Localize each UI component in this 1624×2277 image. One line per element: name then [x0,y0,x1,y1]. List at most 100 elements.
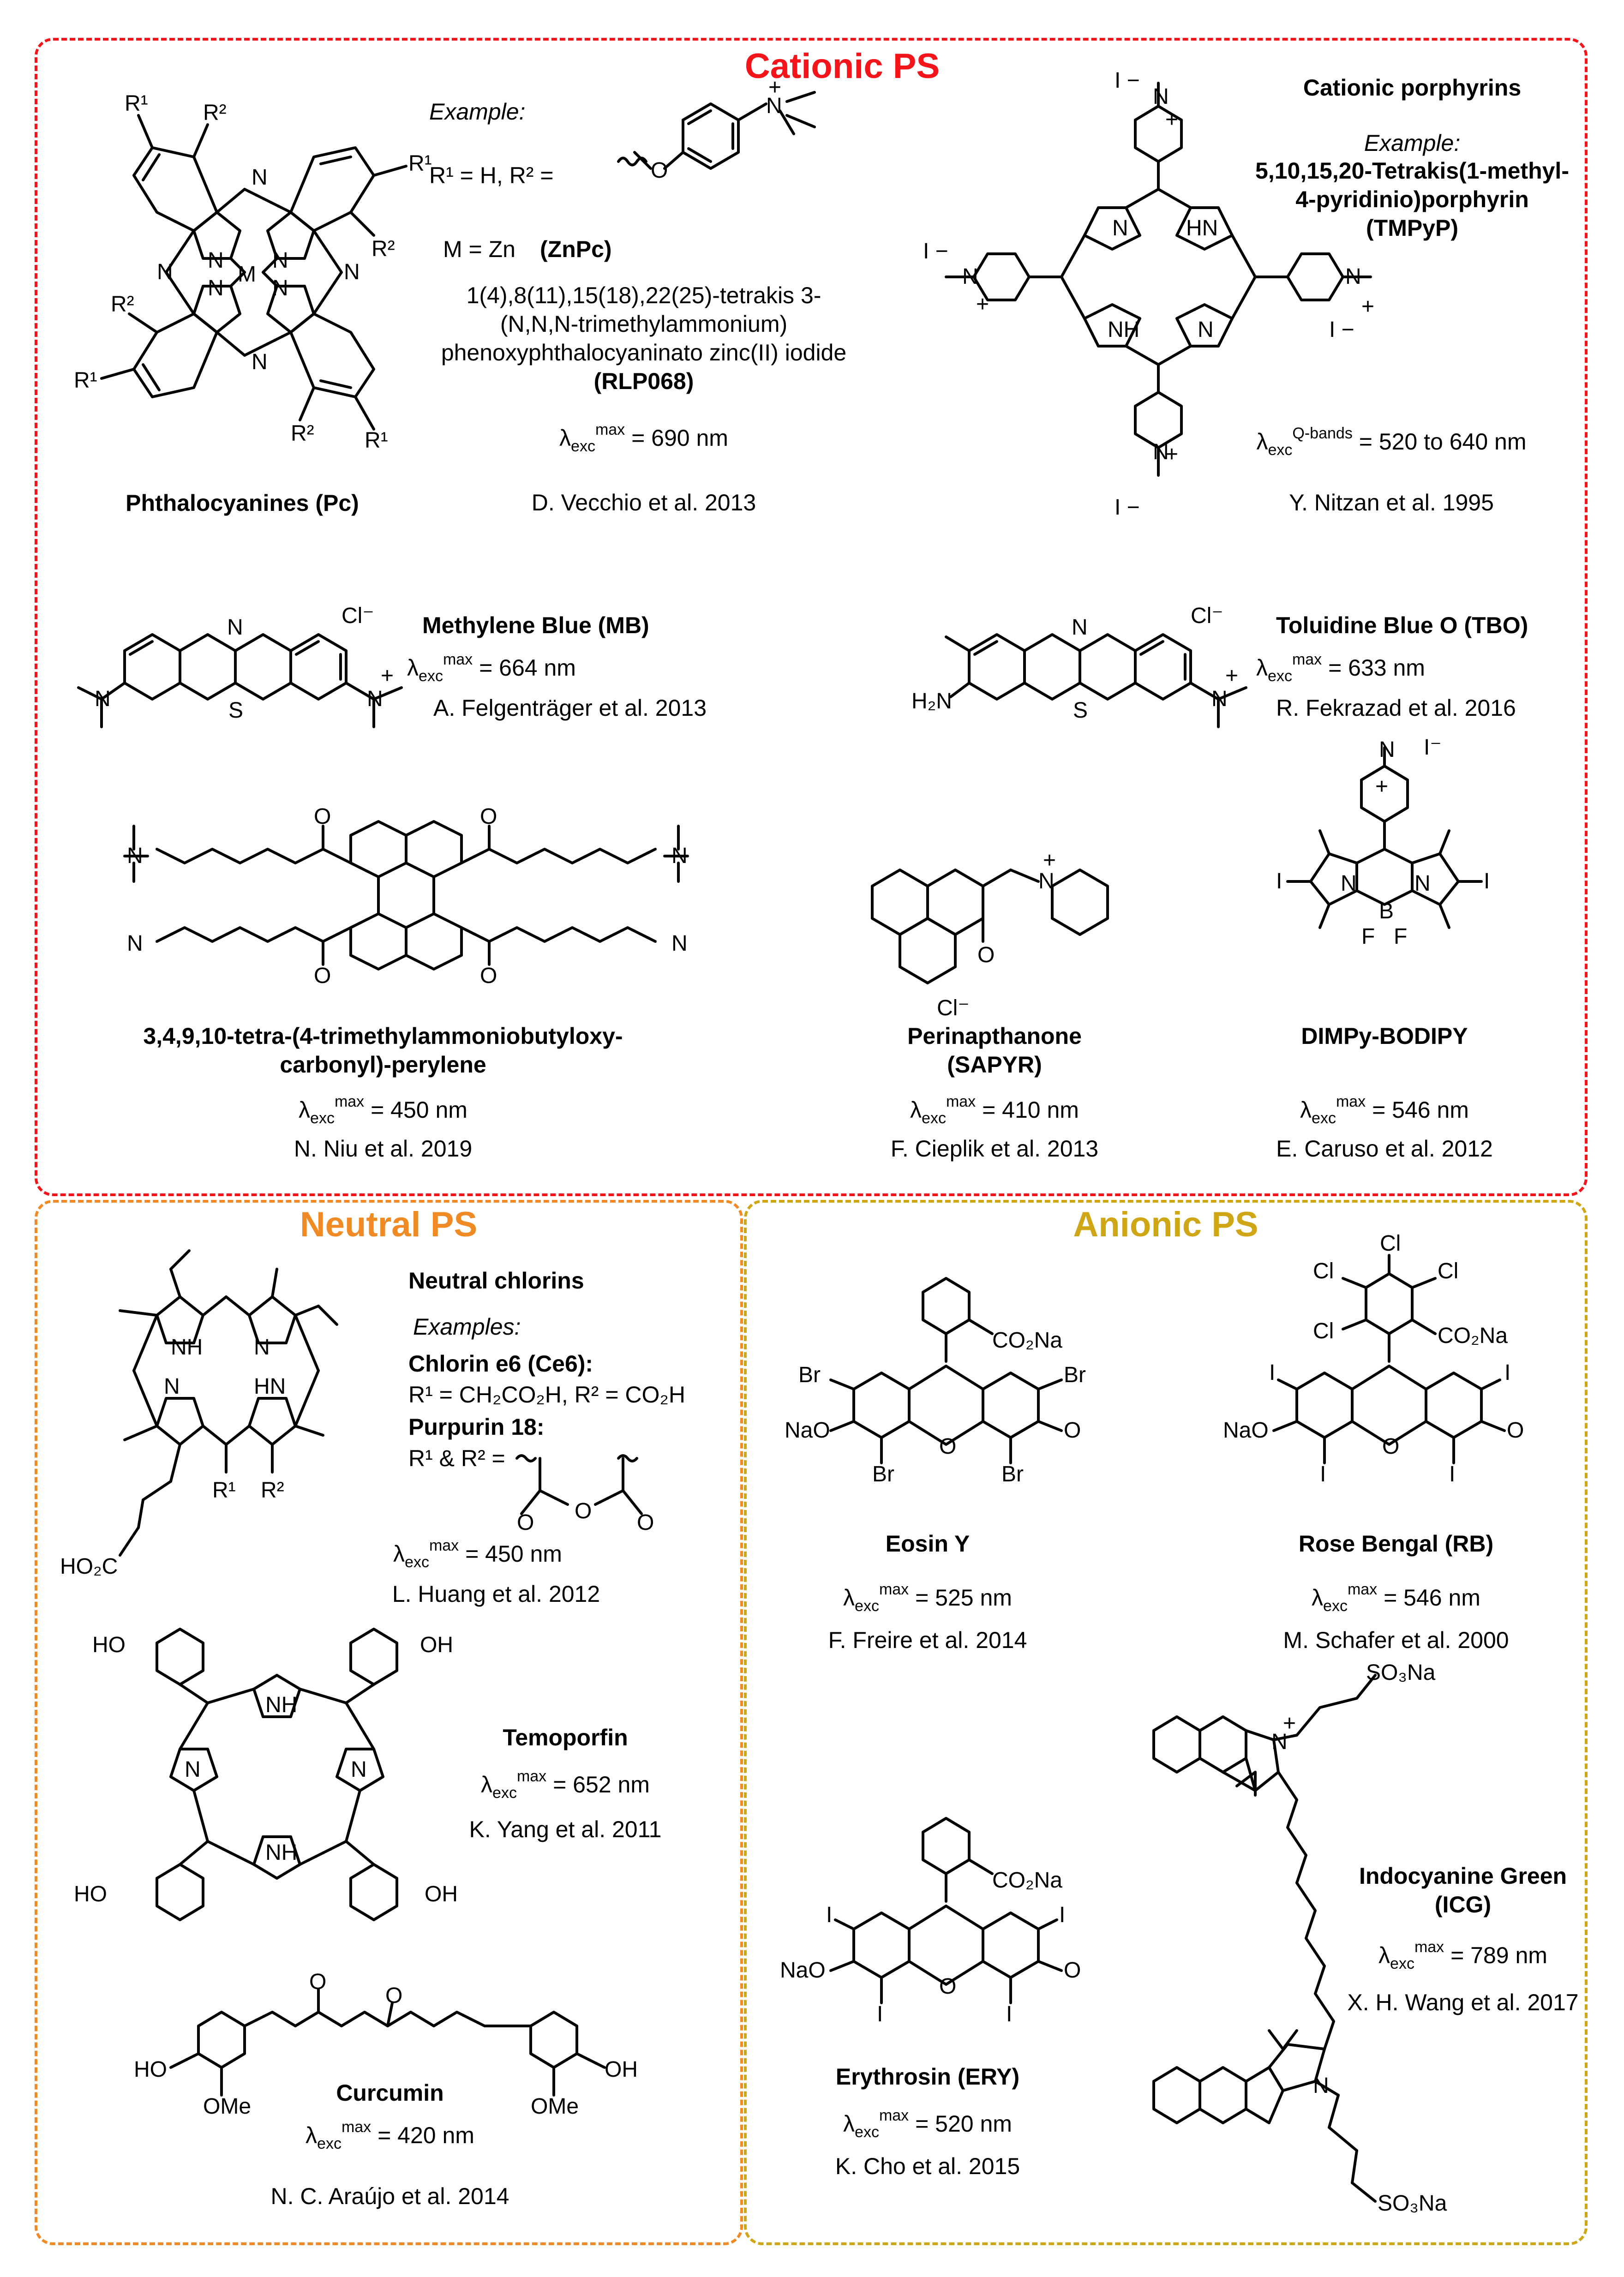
rb-ref: M. Schafer et al. 2000 [1283,1627,1509,1653]
anhydride-o-1: O [517,1510,534,1535]
ery-i-4: I [1006,2002,1012,2026]
tbo-lambda: λexcmax = 633 nm [1256,651,1425,685]
temoporfin-oh-4: OH [425,1882,458,1906]
icg-ref: X. H. Wang et al. 2017 [1347,1989,1579,2015]
r2-label-2: R² [372,237,395,261]
perylene-o-4: O [480,964,497,988]
aza-n-top: N [252,165,268,190]
chlorins-examples-label: Examples: [413,1314,521,1340]
tmpyp-lambda: λexcQ-bands = 520 to 640 nm [1256,425,1527,459]
eosin-o: O [1064,1418,1081,1443]
curcumin-o-2: O [385,1983,402,2008]
temoporfin-nh-1: NH [265,1693,297,1717]
bodipy-name: DIMPy-BODIPY [1301,1023,1468,1049]
tmpyp-structure: N HN NH N N N N N + + + + I − I − I − I … [923,68,1374,520]
ery-i-2: I [1059,1903,1065,1927]
iodide-top: I − [1115,68,1140,93]
bodipy-n-2: N [1414,871,1431,896]
ery-i-3: I [877,2002,883,2026]
py-n-bottom: N [1153,440,1169,464]
curcumin-lambda: λexcmax = 420 nm [306,2118,474,2152]
neutral-panel [35,1200,743,2245]
pyrrole-n-2: N [272,248,288,273]
chlorins-ref: L. Huang et al. 2012 [392,1581,600,1607]
mb-n: N [227,615,243,640]
metal-label: M [238,262,256,287]
rb-co2na: CO₂Na [1438,1324,1508,1348]
perylene-lambda: λexcmax = 450 nm [299,1093,467,1127]
pc-name-line-1: 1(4),8(11),15(18),22(25)-tetrakis 3- [466,282,821,308]
ether-o: O [651,158,668,183]
tbo-plus: + [1225,664,1238,688]
temoporfin-n-1: N [185,1757,201,1782]
chlorin-n-2: N [164,1374,180,1399]
rb-nao: NaO [1223,1418,1269,1443]
rb-i-4: I [1449,1462,1455,1486]
curcumin-o-1: O [309,1970,326,1994]
purpurin-substitution: R¹ & R² = [408,1445,505,1471]
ammonium-n: N [766,94,782,118]
icg-so3na-1: SO₃Na [1366,1660,1436,1685]
curcumin-oh-1: HO [134,2057,167,2082]
icg-plus: + [1283,1711,1296,1736]
tbo-n: N [1072,615,1088,640]
r1-label-1: R¹ [125,91,148,116]
curcumin-ref: N. C. Araújo et al. 2014 [270,2183,509,2209]
sapyr-chloride: Cl⁻ [937,996,970,1020]
sapyr-plus: + [1043,848,1056,873]
rb-i-3: I [1320,1462,1326,1486]
sapyr-ref: F. Cieplik et al. 2013 [890,1136,1099,1162]
perylene-structure: O O O O N N N N [123,804,689,988]
temoporfin-oh-2: OH [420,1633,453,1657]
r1-label-3: R¹ [74,368,97,393]
cationic-panel [35,38,1588,1196]
chlorin-n-1: N [254,1335,270,1360]
tbo-ref: R. Fekrazad et al. 2016 [1276,695,1516,721]
sapyr-n: N [1038,869,1055,893]
mb-plus: + [381,664,394,688]
py-plus-right: + [1361,294,1374,319]
iodide-left: I − [923,239,948,264]
chlorin-r2: R² [261,1478,284,1503]
r1-label-4: R¹ [365,428,388,453]
perylene-o-3: O [314,964,331,988]
tmpyp-ref: Y. Nitzan et al. 1995 [1289,490,1494,515]
mb-lambda: λexcmax = 664 nm [407,651,576,685]
temoporfin-oh-1: HO [92,1633,126,1657]
ery-name: Erythrosin (ERY) [835,2064,1020,2090]
bodipy-b: B [1379,899,1394,923]
sapyr-o: O [977,943,995,967]
r1-label-2: R¹ [408,151,432,176]
perylene-n-3: N [127,931,143,956]
chlorin-nh-1: NH [171,1335,203,1360]
curcumin-structure: O O HO OH OMe OMe [134,1970,638,2119]
tmpyp-n-1: N [1112,216,1128,240]
rb-cl-2: Cl [1313,1259,1334,1283]
bodipy-f-2: F [1394,924,1407,949]
rb-name: Rose Bengal (RB) [1298,1531,1494,1557]
ery-co2na: CO₂Na [992,1868,1062,1893]
icg-n-1: N [1271,1730,1288,1754]
tmpyp-class-name: Cationic porphyrins [1303,75,1522,101]
curcumin-ome-2: OMe [531,2094,579,2119]
tmpyp-name-line-1: 5,10,15,20-Tetrakis(1-methyl- [1255,158,1569,184]
pyrrole-n-1: N [208,248,224,273]
tbo-amine: H₂N [911,689,952,713]
bodipy-py-plus: + [1375,774,1388,799]
pc-name-line-4: (RLP068) [593,368,694,394]
eosin-name: Eosin Y [885,1531,970,1557]
rb-cl-3: Cl [1438,1259,1458,1283]
py-n-left: N [962,264,978,289]
rb-o: O [1507,1418,1524,1443]
icg-n-2: N [1313,2073,1329,2098]
chlorins-class-name: Neutral chlorins [408,1268,584,1294]
bodipy-i-1: I [1276,869,1282,893]
eosin-ref: F. Freire et al. 2014 [828,1627,1027,1653]
pc-ref: D. Vecchio et al. 2013 [531,490,756,515]
r2-label-1: R² [203,101,227,125]
icg-name-line-1: Indocyanine Green [1359,1863,1567,1889]
iodide-right: I − [1329,318,1354,342]
temoporfin-lambda: λexcmax = 652 nm [481,1768,650,1802]
bodipy-f-1: F [1361,924,1375,949]
chlorin-acid: HO₂C [60,1554,118,1579]
